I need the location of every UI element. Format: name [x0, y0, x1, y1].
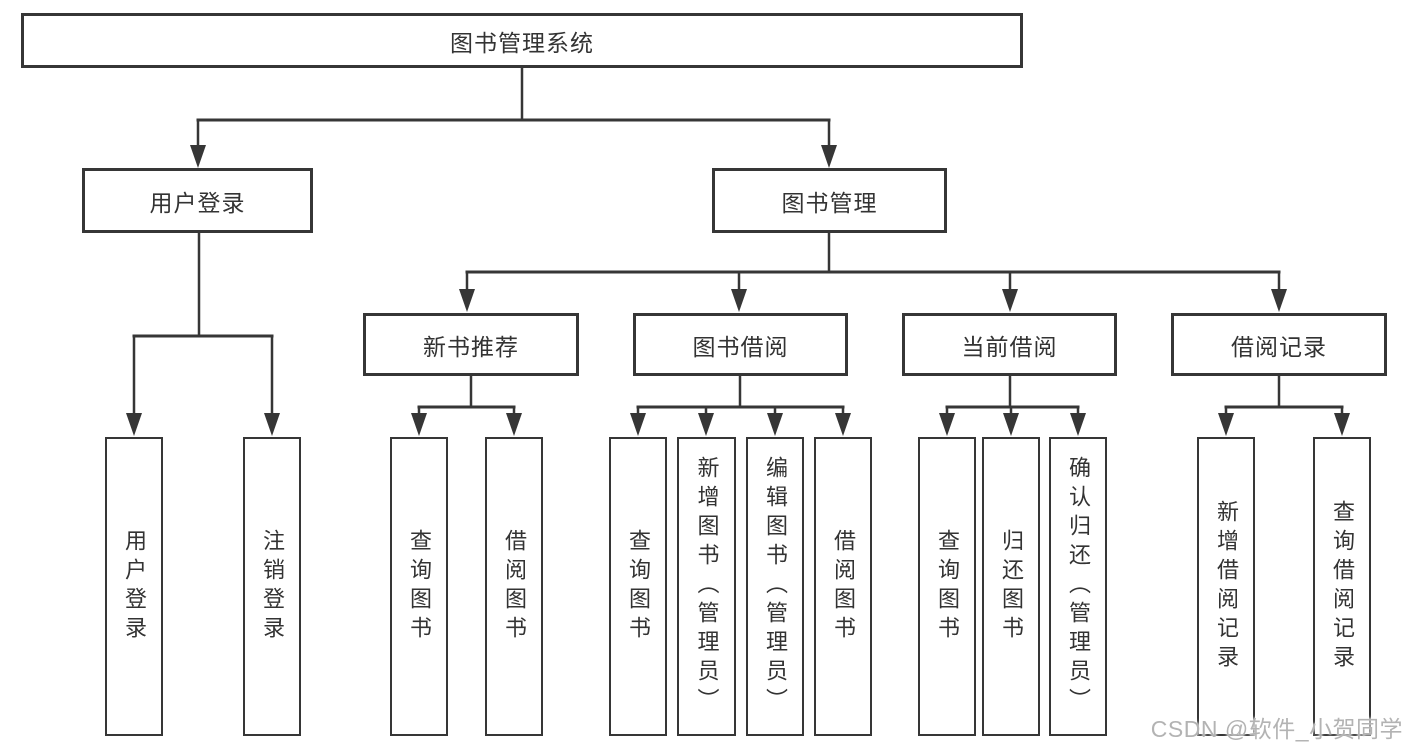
leaf-add-borrow-record: 新增借阅记录	[1197, 437, 1255, 736]
leaf-add-book-admin: 新增图书（管理员）	[677, 437, 736, 736]
node-borrow-records-label: 借阅记录	[1231, 333, 1327, 360]
leaf-query-books-recommend-label: 查询图书	[407, 528, 432, 645]
leaf-borrow-books: 借阅图书	[814, 437, 872, 736]
leaf-query-books-current: 查询图书	[918, 437, 976, 736]
leaf-confirm-return-admin: 确认归还（管理员）	[1049, 437, 1107, 736]
leaf-add-borrow-record-label: 新增借阅记录	[1214, 499, 1239, 674]
leaf-user-login: 用户登录	[105, 437, 163, 736]
leaf-return-book: 归还图书	[982, 437, 1040, 736]
leaf-confirm-return-admin-label: 确认归还（管理员）	[1066, 456, 1091, 717]
leaf-query-books-recommend: 查询图书	[390, 437, 448, 736]
connector-user-login-to-leaves	[126, 233, 280, 436]
leaf-user-login-label: 用户登录	[122, 528, 147, 645]
node-book-borrow-label: 图书借阅	[692, 333, 789, 360]
leaf-borrow-books-recommend-label: 借阅图书	[502, 528, 527, 645]
node-root-label: 图书管理系统	[450, 29, 594, 56]
node-current-borrow-label: 当前借阅	[961, 333, 1058, 360]
node-new-book-recommend-label: 新书推荐	[423, 333, 519, 360]
leaf-borrow-books-label: 借阅图书	[831, 528, 856, 645]
leaf-query-borrow-record: 查询借阅记录	[1313, 437, 1371, 736]
connector-book-management-to-level3	[459, 232, 1287, 312]
node-borrow-records: 借阅记录	[1171, 313, 1387, 376]
node-user-login-label: 用户登录	[149, 189, 246, 216]
leaf-edit-book-admin: 编辑图书（管理员）	[746, 437, 804, 736]
node-book-management-label: 图书管理	[781, 189, 878, 216]
connector-borrow-records-to-leaves	[1218, 376, 1350, 436]
csdn-watermark: CSDN @软件_小贺同学	[1150, 716, 1403, 742]
node-root: 图书管理系统	[21, 13, 1023, 68]
node-book-management: 图书管理	[712, 168, 947, 233]
leaf-logout: 注销登录	[243, 437, 301, 736]
node-book-borrow: 图书借阅	[633, 313, 848, 376]
node-new-book-recommend: 新书推荐	[363, 313, 579, 376]
leaf-query-borrow-record-label: 查询借阅记录	[1330, 499, 1355, 674]
leaf-add-book-admin-label: 新增图书（管理员）	[694, 456, 720, 717]
leaf-query-books-borrow: 查询图书	[609, 437, 667, 736]
connector-current-borrow-to-leaves	[939, 376, 1086, 436]
leaf-query-books-current-label: 查询图书	[935, 528, 960, 645]
connector-book-borrow-to-leaves	[630, 376, 851, 436]
leaf-query-books-borrow-label: 查询图书	[626, 528, 651, 645]
node-current-borrow: 当前借阅	[902, 313, 1117, 376]
connector-root-to-level2	[190, 68, 837, 168]
node-user-login: 用户登录	[82, 168, 313, 233]
leaf-borrow-books-recommend: 借阅图书	[485, 437, 543, 736]
leaf-edit-book-admin-label: 编辑图书（管理员）	[763, 456, 788, 717]
leaf-return-book-label: 归还图书	[999, 528, 1024, 645]
leaf-logout-label: 注销登录	[260, 528, 285, 645]
connector-new-book-recommend-to-leaves	[411, 376, 522, 436]
